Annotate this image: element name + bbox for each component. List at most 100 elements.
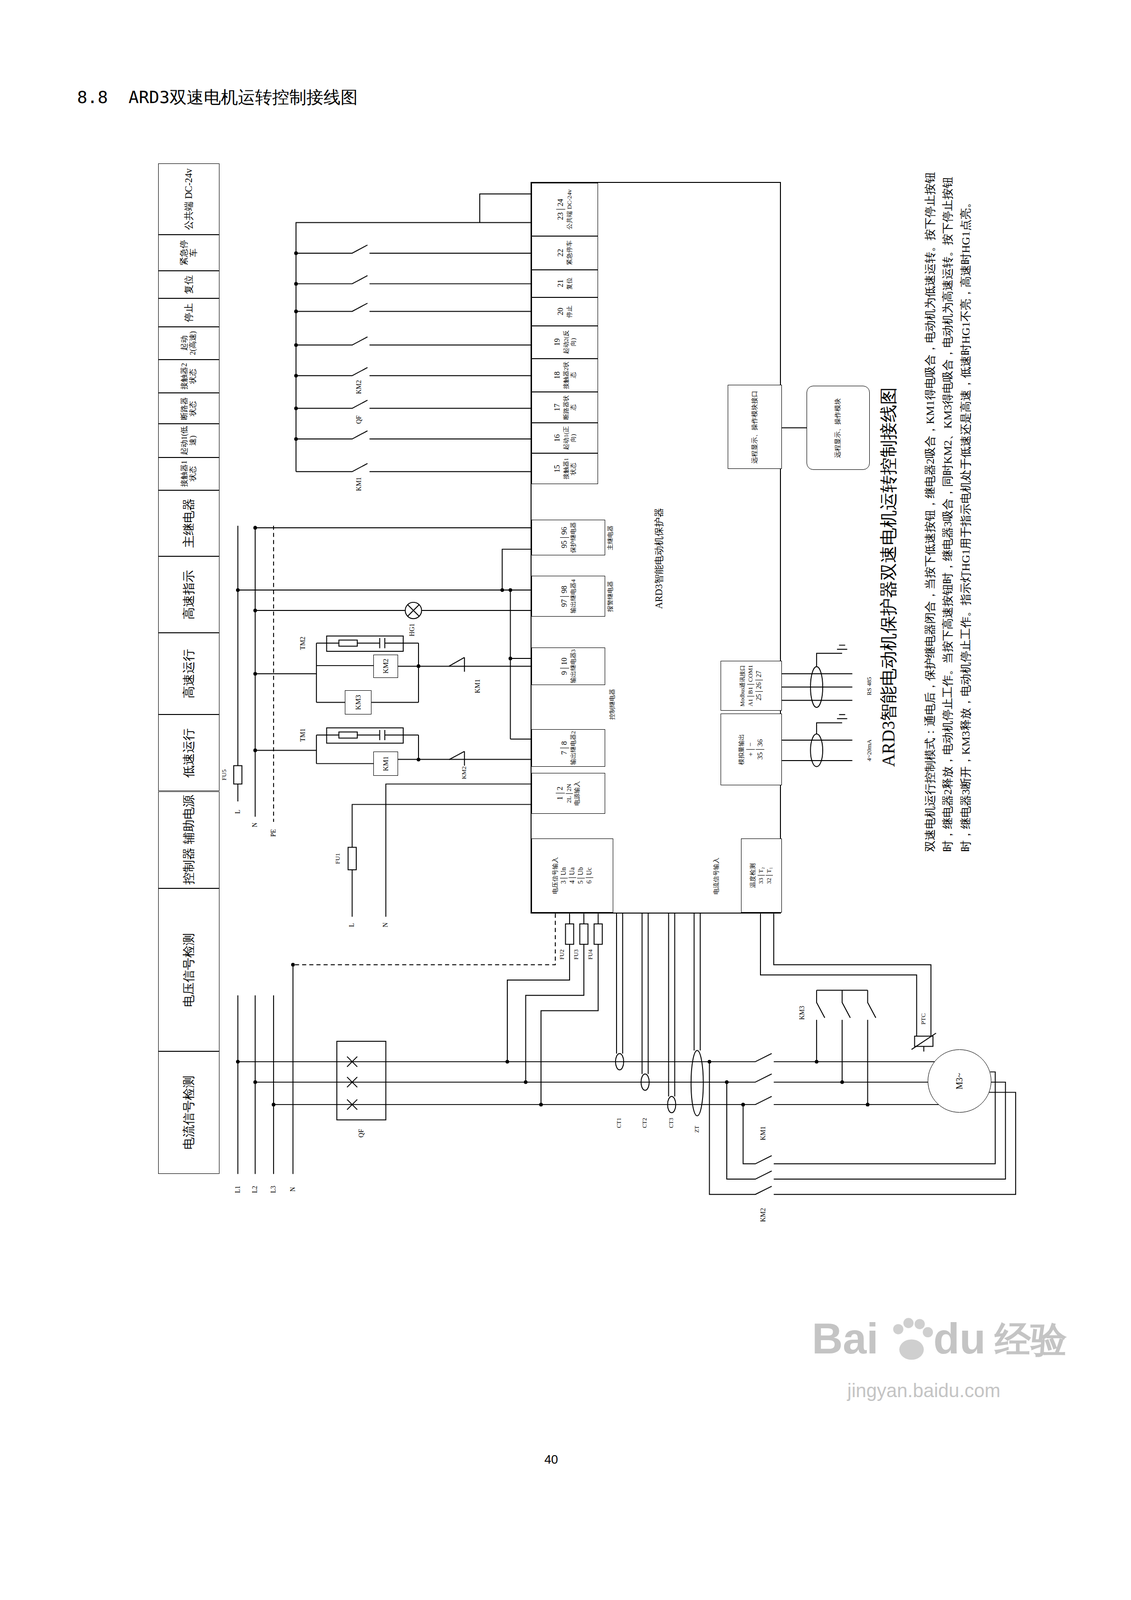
- line-label: N: [251, 821, 259, 828]
- text-row: 公共端 DC-24v: [566, 189, 574, 230]
- junction-dot: [291, 962, 295, 967]
- node-content: 20停止: [555, 297, 575, 326]
- node-content: 2324公共端 DC-24v: [555, 183, 575, 236]
- temperature-input-block: 温度检测33T₂32T₁: [741, 837, 782, 913]
- node-text: 起动2(反向): [562, 327, 578, 357]
- node-content: M3~: [953, 1049, 966, 1112]
- node-text: 17: [552, 403, 562, 411]
- node-text: 高速运行: [181, 648, 197, 699]
- node-text: 1: [556, 793, 566, 803]
- paw-toe: [914, 1318, 925, 1329]
- wire-connector: [398, 665, 531, 667]
- junction-dot: [253, 525, 257, 530]
- relay-output-block: 9798输出继电器4报警继电器: [531, 575, 606, 617]
- text-row: 输出继电器3: [570, 649, 578, 684]
- node-text: Ub: [577, 864, 585, 879]
- node-text: 复位: [566, 276, 574, 290]
- line-label: PE: [269, 828, 278, 837]
- text-row: 6Uc: [585, 864, 594, 886]
- text-row: 32T₁: [765, 864, 773, 887]
- text-row: 主继电器: [181, 498, 197, 548]
- node-content: 起动2(高速): [179, 327, 199, 360]
- node-content: 远程显示、操作模块接口: [750, 385, 760, 468]
- component-label: CT3: [668, 1117, 675, 1129]
- node-text: 远程显示、操作模块: [834, 397, 842, 458]
- node-text: 控制器 辅助电源: [181, 794, 197, 885]
- node-text: 33: [757, 875, 765, 886]
- node-text: 5: [577, 877, 585, 886]
- paw-toe: [893, 1323, 903, 1334]
- text-row: 公共端 DC-24v: [183, 168, 195, 230]
- node-text: 输出继电器3: [570, 649, 578, 684]
- component-label: QF: [357, 1128, 366, 1138]
- text-row: 接触器2状态: [562, 360, 578, 390]
- text-row: 接触器1状态: [562, 455, 578, 482]
- text-row: 复位: [183, 274, 195, 294]
- junction-dot: [814, 1059, 819, 1064]
- text-row: +−: [746, 739, 755, 759]
- node-text: 26: [755, 679, 763, 692]
- node-content: 高速指示: [180, 556, 198, 633]
- text-row: 控制器 辅助电源: [181, 794, 197, 885]
- relay-output-block: 910输出继电器3: [531, 647, 606, 686]
- line-label: L2: [251, 1185, 259, 1194]
- section-header-cell: 紧急停车: [158, 234, 220, 271]
- line-label: L: [234, 808, 242, 815]
- analog-output-block: 模拟量输出+−3536: [720, 713, 782, 785]
- page-heading: 8.8 ARD3双速电机运转控制接线图: [76, 87, 359, 107]
- fuse-symbol: [579, 923, 589, 945]
- line-label: L: [348, 922, 356, 928]
- relay-output-block: 9596保护继电器主继电器: [531, 519, 606, 556]
- indicator-lamp: [405, 602, 422, 619]
- component-label: KM3: [798, 1005, 807, 1021]
- component-label: QF: [355, 414, 363, 425]
- wire-connector: [398, 758, 531, 760]
- text-row: 高速指示: [181, 570, 197, 620]
- watermark: du: [932, 1314, 987, 1364]
- current-transformer: [615, 1053, 624, 1070]
- node-content: 78输出继电器2: [559, 729, 579, 767]
- text-row: 2324: [556, 196, 566, 223]
- component-label: FU4: [587, 948, 595, 960]
- node-text: +: [746, 749, 755, 760]
- node-text: 温度检测: [750, 863, 758, 888]
- terminal-cell: 16起动1(正向): [531, 422, 599, 454]
- watermark: jingyan.baidu.com: [846, 1379, 1001, 1402]
- node-text: 22: [556, 248, 566, 257]
- line-label: N: [289, 1186, 297, 1192]
- node-text: 98: [560, 582, 570, 597]
- component-label: FU5: [220, 768, 229, 781]
- section-header-cell: 低速运行: [158, 714, 220, 791]
- text-row: 远程显示、操作模块: [834, 397, 842, 458]
- node-text: 20: [556, 307, 566, 315]
- node-text: 接触器2状态: [562, 360, 578, 390]
- component-label: KM1: [759, 1125, 768, 1141]
- node-heading: ARD3智能电动机保护器: [654, 507, 666, 609]
- node-text: 起动1(低速): [180, 425, 198, 456]
- line-label: N: [381, 921, 390, 928]
- node-text: COM1: [747, 662, 755, 685]
- contactor-coil: KM3: [344, 690, 372, 715]
- terminal-cell: 19起动2(反向): [531, 325, 599, 359]
- junction-dot: [508, 656, 513, 661]
- text-row: 紧急停车: [179, 236, 199, 269]
- text-row: 输出继电器4: [570, 579, 578, 614]
- node-text: 10: [560, 654, 570, 669]
- node-text: 复位: [183, 274, 195, 294]
- component-label: KM2: [355, 379, 363, 395]
- component-label: KM1: [474, 678, 482, 694]
- page-number: 40: [543, 1452, 559, 1467]
- node-text: 公共端 DC-24v: [183, 168, 195, 230]
- section-header-cell: 接触器1状态: [158, 457, 220, 491]
- resistor-symbol: [338, 639, 358, 647]
- node-text: 电压信号检测: [181, 932, 197, 1007]
- node-text: 起动1(正向): [562, 424, 578, 452]
- supply-lines: [237, 964, 942, 1175]
- text-row: 断路器状态: [562, 393, 578, 421]
- node-text: B1: [747, 684, 755, 697]
- node-text: 23: [556, 209, 566, 223]
- terminal-cell: 15接触器1状态: [531, 453, 599, 484]
- terminal-cell: 21复位: [531, 269, 599, 297]
- node-text: 低速运行: [181, 728, 197, 778]
- text-row: 15: [552, 464, 562, 473]
